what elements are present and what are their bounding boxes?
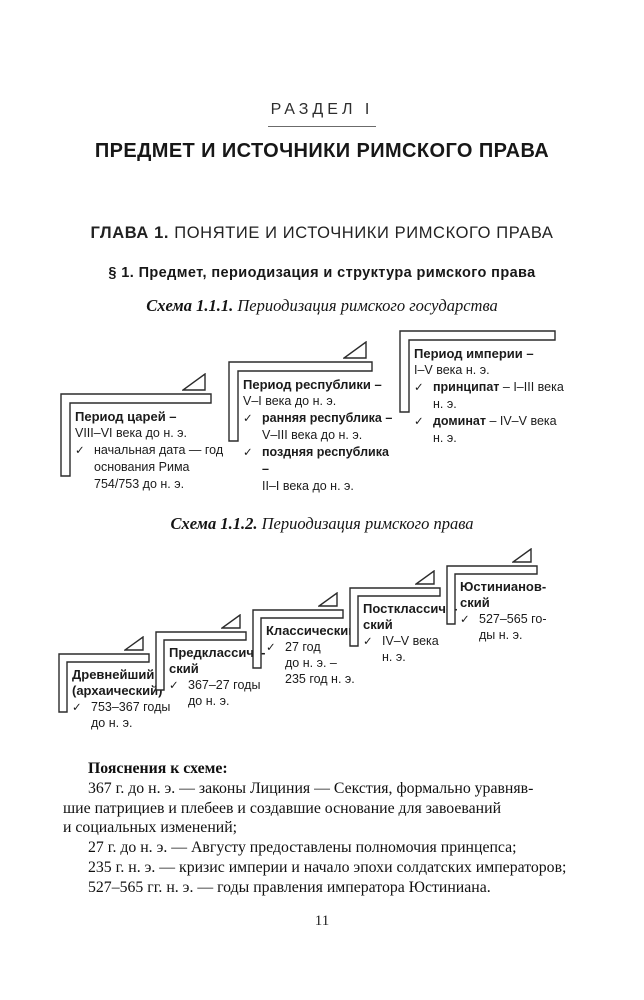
step-frame: [252, 609, 344, 669]
step-frame: [60, 393, 212, 477]
step-frame: [349, 587, 441, 647]
chapter-number: ГЛАВА 1.: [90, 224, 170, 242]
note-paragraph: 27 г. до н. э. — Августу предоставлены п…: [88, 839, 517, 857]
step-text: Период империи – I–V века н. э. ✓ принципат…: [414, 345, 564, 447]
step-frame: [155, 631, 247, 691]
chapter-title: ПОНЯТИЕ И ИСТОЧНИКИ РИМСКОГО ПРАВА: [174, 224, 554, 242]
step-title: Древнейший (архаический): [72, 667, 163, 698]
step-corner-triangle: [343, 341, 367, 359]
step-corner-triangle: [182, 373, 206, 391]
page-title: ПРЕДМЕТ И ИСТОЧНИКИ РИМСКОГО ПРАВА: [94, 140, 550, 162]
step-corner-triangle: [318, 592, 338, 607]
step-title: Период республики –: [243, 377, 382, 392]
bullet-text: начальная дата — год основания Рима 754/…: [94, 443, 224, 491]
step-bullet: ✓ доминат – IV–V века н. э.: [414, 413, 564, 447]
step-corner-triangle: [415, 570, 435, 585]
step-bullet: ✓ IV–V века н. э.: [363, 633, 475, 665]
step-title: Классический: [266, 623, 357, 638]
bullet-term: ранняя республика –: [262, 411, 393, 425]
bullet-term: принципат: [433, 380, 500, 394]
bullet-term: поздняя республика –: [262, 445, 389, 476]
notes-paragraphs: 367 г. до н. э. — законы Лициния — Секст…: [63, 779, 583, 898]
check-icon: ✓: [363, 634, 373, 648]
bullet-text: 527–565 го- ды н. э.: [479, 612, 547, 642]
step-corner-triangle: [124, 636, 144, 651]
check-icon: ✓: [414, 380, 424, 394]
step-bullet: ✓ ранняя республика – V–III века до н. э.: [243, 410, 393, 444]
step-bullet: ✓ 27 год до н. э. – 235 год н. э.: [266, 639, 378, 687]
check-icon: ✓: [243, 411, 253, 425]
notes-heading: Пояснения к схеме:: [88, 760, 228, 777]
note-paragraph: 367 г. до н. э. — законы Лициния — Секст…: [63, 779, 534, 837]
step-frame: [228, 361, 373, 442]
chapter-heading: ГЛАВА 1. ПОНЯТИЕ И ИСТОЧНИКИ РИМСКОГО ПР…: [0, 224, 644, 243]
check-icon: ✓: [414, 414, 424, 428]
bullet-text: поздняя республика – II–I века до н. э.: [262, 445, 389, 493]
check-icon: ✓: [169, 678, 179, 692]
page-number: 11: [314, 913, 330, 929]
step-text: Предклассиче- ский ✓ 367–27 годы до н. э.: [169, 645, 281, 709]
bullet-text: принципат – I–III века н. э.: [433, 380, 564, 411]
step-frame: [446, 565, 538, 625]
schema2-caption-text: Периодизация римского права: [261, 514, 474, 533]
step-title: Юстинианов- ский: [460, 579, 547, 610]
section-label-text: РАЗДЕЛ I: [267, 101, 377, 127]
schema2-caption-label: Схема 1.1.2.: [170, 514, 258, 533]
schema1-caption: Схема 1.1.1. Периодизация римского госуд…: [0, 296, 644, 316]
step-text: Древнейший (архаический) ✓ 753–367 годы до…: [72, 667, 184, 731]
bullet-term: доминат: [433, 414, 486, 428]
bullet-text: 753–367 годы до н. э.: [91, 700, 171, 730]
step-text: Юстинианов- ский ✓ 527–565 го- ды н. э.: [460, 579, 572, 643]
note-paragraph: 527–565 гг. н. э. — годы правления импер…: [88, 878, 491, 896]
step-subtitle: VIII–VI века до н. э.: [75, 426, 188, 440]
step-corner-triangle: [221, 614, 241, 629]
schema1-caption-text: Периодизация римского государства: [237, 296, 498, 315]
paragraph-heading: § 1. Предмет, периодизация и структура р…: [108, 265, 536, 281]
step-subtitle: V–I века до н. э.: [243, 394, 337, 408]
step-text: Постклассиче- ский✓IV–V века н. э.: [363, 601, 475, 665]
schema2-caption: Схема 1.1.2. Периодизация римского права: [0, 514, 644, 534]
bullet-text: IV–V века н. э.: [382, 634, 439, 664]
step-text: Классический ✓ 27 год до н. э. – 235 год н…: [266, 623, 378, 687]
section-label: РАЗДЕЛ I: [0, 101, 644, 127]
bullet-text: доминат – IV–V века н. э.: [433, 414, 557, 445]
step-subtitle: I–V века н. э.: [414, 363, 490, 377]
check-icon: ✓: [266, 640, 276, 654]
step-text: Период царей – VIII–VI века до н. э. ✓ нача…: [75, 408, 225, 493]
step-bullet: ✓ 753–367 годы до н. э.: [72, 699, 184, 731]
note-paragraph: 235 г. н. э. — кризис империи и начало э…: [88, 858, 567, 876]
step-bullet: ✓ начальная дата — год основания Рима 754…: [75, 442, 225, 493]
step-frame: [58, 653, 150, 713]
step-bullet: ✓ принципат – I–III века н. э.: [414, 379, 564, 413]
step-corner-triangle: [512, 548, 532, 563]
step-bullet: ✓ 367–27 годы до н. э.: [169, 677, 281, 709]
notes-block: Пояснения к схеме: 367 г. до н. э. — зак…: [63, 759, 583, 898]
step-title: Период империи –: [414, 346, 534, 361]
bullet-text: ранняя республика – V–III века до н. э.: [262, 411, 393, 442]
check-icon: ✓: [75, 443, 85, 457]
step-title: Постклассиче- ский: [363, 601, 458, 632]
bullet-text: 367–27 годы до н. э.: [188, 678, 261, 708]
step-title: Период царей –: [75, 409, 177, 424]
check-icon: ✓: [460, 612, 470, 626]
step-text: Период республики – V–I века до н. э. ✓ ран…: [243, 376, 393, 495]
step-title: Предклассиче- ский: [169, 645, 266, 676]
check-icon: ✓: [243, 445, 253, 459]
bullet-text: 27 год до н. э. – 235 год н. э.: [285, 640, 355, 686]
step-frame: [399, 330, 556, 413]
step-bullet: ✓ поздняя республика – II–I века до н. э.: [243, 444, 393, 495]
schema1-caption-label: Схема 1.1.1.: [146, 296, 234, 315]
check-icon: ✓: [72, 700, 82, 714]
step-bullet: ✓ 527–565 го- ды н. э.: [460, 611, 572, 643]
